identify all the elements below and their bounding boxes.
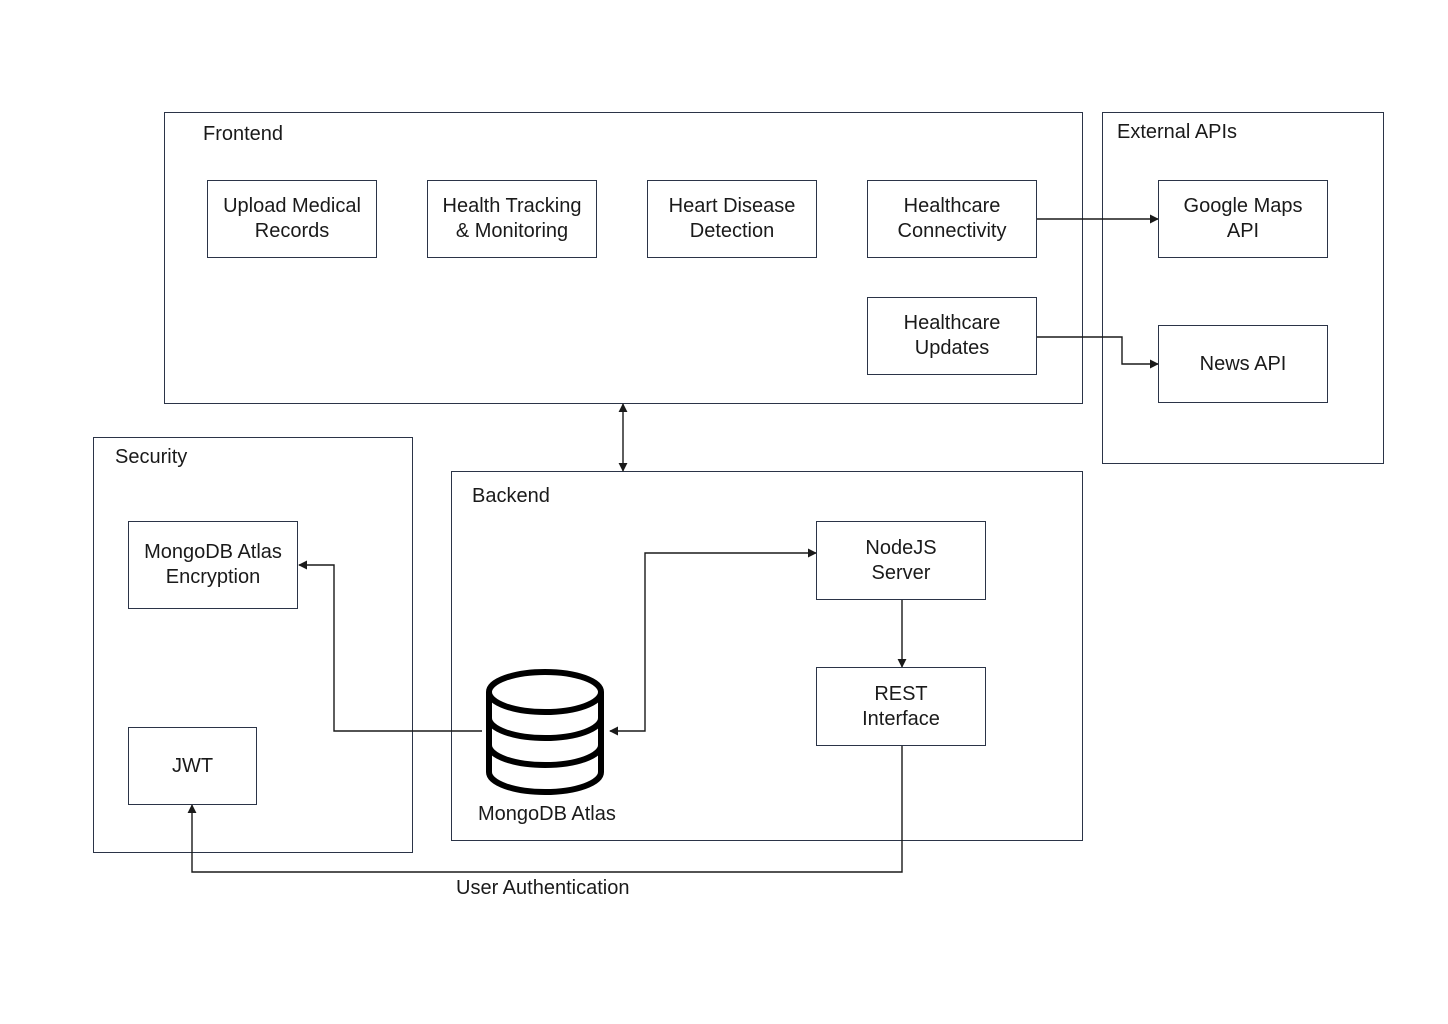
backend-group — [451, 471, 1083, 841]
connector-db-nodejs — [609, 548, 817, 736]
backend-group-label: Backend — [472, 485, 550, 507]
connector-rest-to-jwt — [187, 746, 903, 873]
external-apis-group-label: External APIs — [1117, 121, 1238, 143]
external-apis-group — [1102, 112, 1384, 464]
news-api-box: News API — [1158, 325, 1328, 403]
database-cylinder-icon — [486, 669, 604, 795]
mongodb-atlas-label: MongoDB Atlas — [478, 803, 616, 825]
connector-db-to-encryption — [298, 560, 482, 732]
jwt-box: JWT — [128, 727, 257, 805]
health-tracking-box: Health Tracking& Monitoring — [427, 180, 597, 258]
user-authentication-label: User Authentication — [456, 877, 630, 899]
security-group — [93, 437, 413, 853]
frontend-group-label: Frontend — [203, 123, 284, 145]
connector-updates-to-news — [1037, 336, 1159, 369]
security-group-label: Security — [115, 446, 188, 468]
